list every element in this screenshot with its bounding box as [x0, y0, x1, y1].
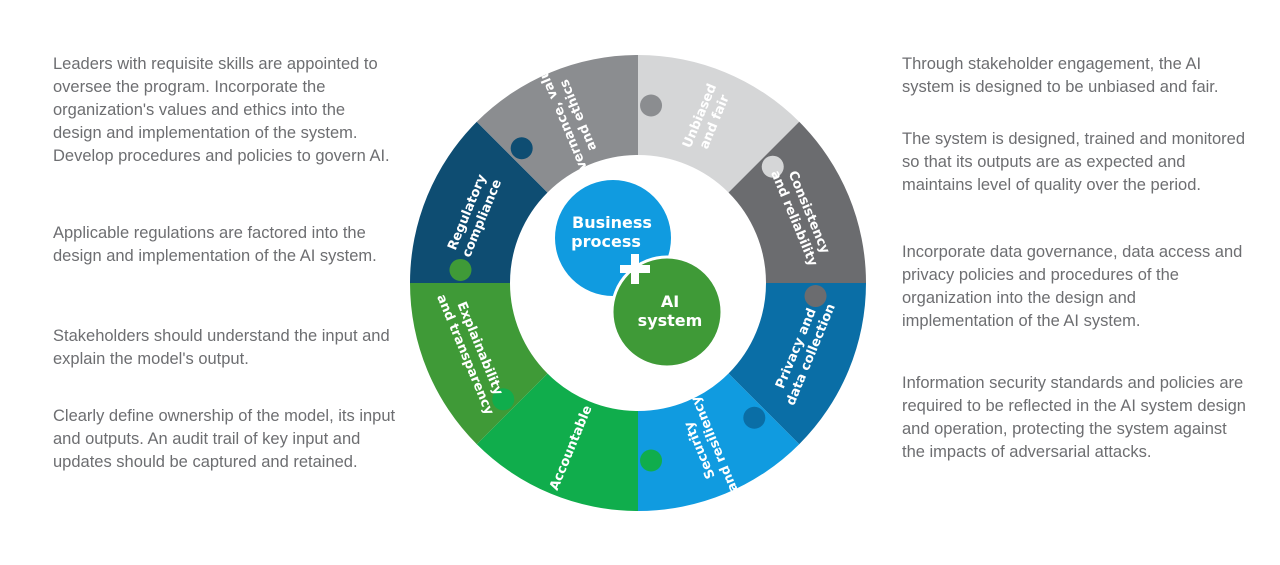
plus-icon [620, 254, 650, 284]
segment-regulatory-compliance [410, 121, 548, 283]
puzzle-knob-unbiased-and-fair [761, 155, 784, 178]
center-circles: Business process AI system [555, 180, 724, 369]
description-security: Information security standards and polic… [902, 374, 1246, 461]
puzzle-knob-governance-values-and-ethics [640, 94, 663, 117]
ai-system-label-line1: AI [661, 292, 679, 311]
description-privacy: Incorporate data governance, data access… [902, 243, 1243, 330]
description-accountable: Clearly define ownership of the model, i… [53, 407, 396, 471]
puzzle-knob-consistency-and-reliability [804, 285, 827, 308]
description-explainability: Stakeholders should understand the input… [53, 327, 390, 368]
description-unbiased: Through stakeholder engagement, the AI s… [902, 55, 1219, 96]
puzzle-knob-regulatory-compliance [510, 137, 533, 160]
puzzle-knob-explainability-and-transparency [449, 258, 472, 281]
puzzle-knob-privacy-and-data-collection [743, 406, 766, 429]
description-regulatory: Applicable regulations are factored into… [53, 224, 377, 265]
description-consistency: The system is designed, trained and moni… [902, 130, 1246, 194]
puzzle-knob-accountable [640, 449, 663, 472]
business-process-label-line1: Business [572, 213, 652, 232]
segment-unbiased-and-fair [638, 55, 800, 193]
business-process-label-line2: process [571, 232, 641, 251]
description-governance: Leaders with requisite skills are appoin… [53, 55, 390, 165]
puzzle-knobs [449, 94, 827, 472]
ai-system-circle [610, 255, 724, 369]
puzzle-knob-accountable [492, 388, 515, 411]
segment-privacy-and-data-collection [728, 283, 866, 445]
segment-accountable [476, 373, 638, 511]
ai-system-label-line2: system [638, 311, 703, 330]
